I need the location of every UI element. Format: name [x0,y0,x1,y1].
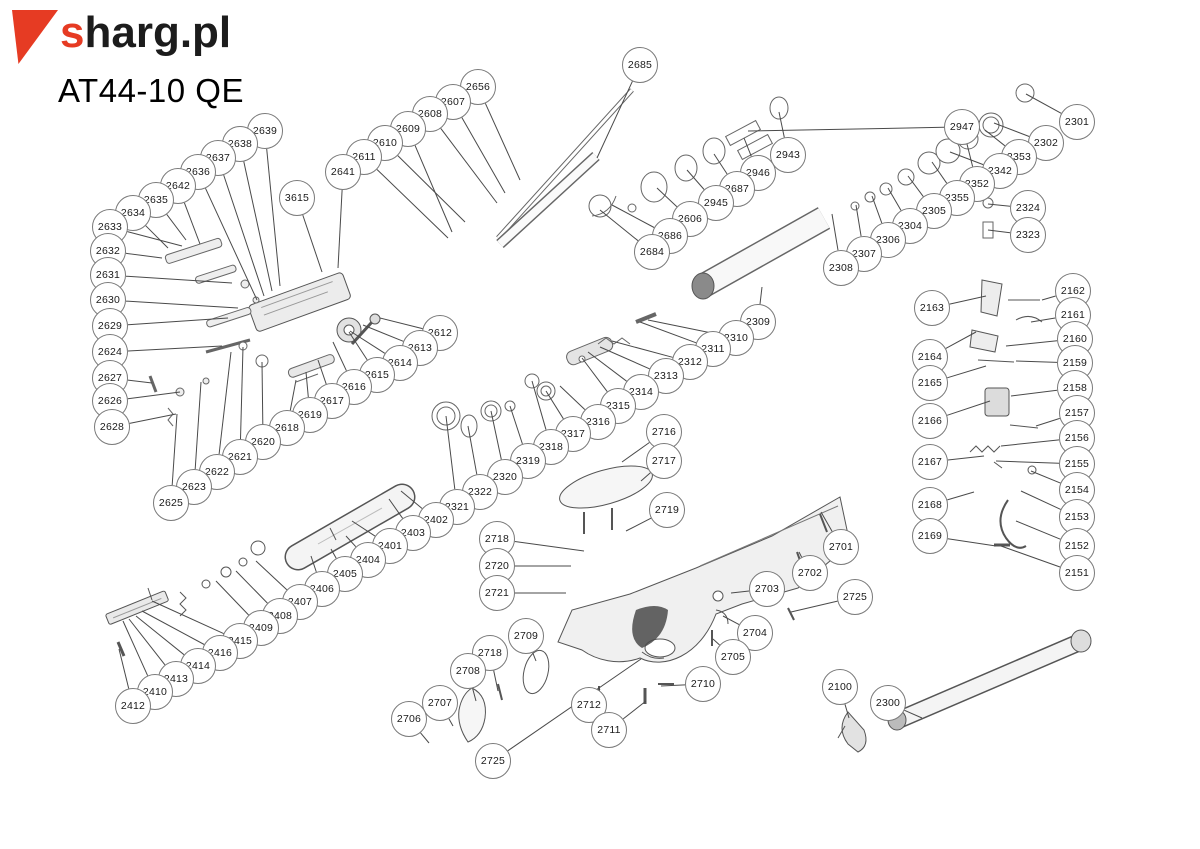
part-callout-2151: 2151 [1059,555,1095,591]
part-callout-2323: 2323 [1010,217,1046,253]
part-callout-2606: 2606 [672,201,708,237]
part-callout-2168: 2168 [912,487,948,523]
part-callout-2622: 2622 [199,454,235,490]
logo-rest: harg.pl [84,8,232,57]
part-callout-2725: 2725 [837,579,873,615]
part-callout-2300: 2300 [870,685,906,721]
part-callout-2308: 2308 [823,250,859,286]
logo-text: sharg.pl [60,6,231,60]
part-callout-2719: 2719 [649,492,685,528]
part-callout-2725: 2725 [475,743,511,779]
part-callout-2721: 2721 [479,575,515,611]
air-cylinder [691,207,831,300]
cylinder-cap-parts [850,83,1035,239]
part-callout-2167: 2167 [912,444,948,480]
part-callout-2684: 2684 [634,234,670,270]
brand-header: sharg.pl AT44-10 QE [12,6,244,110]
part-callout-2685: 2685 [622,47,658,83]
buttstock [557,496,851,663]
part-callout-2709: 2709 [508,618,544,654]
part-callout-2625: 2625 [153,485,189,521]
part-callout-2702: 2702 [792,555,828,591]
part-callout-3615: 3615 [279,180,315,216]
part-callout-2711: 2711 [591,712,627,748]
part-callout-2412: 2412 [115,688,151,724]
logo-prefix: s [60,8,85,57]
part-callout-2703: 2703 [749,571,785,607]
part-callout-2305: 2305 [916,193,952,229]
part-callout-2943: 2943 [770,137,806,173]
receiver-breech [248,272,381,346]
sharg-logo: sharg.pl [12,6,244,64]
part-callout-2166: 2166 [912,403,948,439]
forearm [238,483,416,571]
front-rail-parts [105,566,232,657]
part-callout-2707: 2707 [422,685,458,721]
part-callout-2718: 2718 [472,635,508,671]
part-callout-2320: 2320 [487,459,523,495]
bolt-probe-parts [238,312,657,438]
part-callout-2628: 2628 [94,409,130,445]
part-callout-2153: 2153 [1059,499,1095,535]
stock [557,465,851,663]
part-callout-2705: 2705 [715,639,751,675]
part-callout-2163: 2163 [914,290,950,326]
part-callout-2710: 2710 [685,666,721,702]
part-callout-2947: 2947 [944,109,980,145]
part-callout-2706: 2706 [391,701,427,737]
trigger-assembly-parts [969,279,1043,549]
grip-parts [458,513,828,743]
part-callout-2641: 2641 [325,154,361,190]
barrel-assembly [496,88,637,249]
part-callout-2717: 2717 [646,443,682,479]
part-callout-2100: 2100 [822,669,858,705]
trigger-blade-part [837,711,867,753]
moderator-parts [640,96,789,203]
part-callout-2165: 2165 [912,365,948,401]
part-callout-2701: 2701 [823,529,859,565]
part-callout-2708: 2708 [450,653,486,689]
model-title: AT44-10 QE [58,72,244,109]
part-callout-2301: 2301 [1059,104,1095,140]
logo-triangle-icon [12,10,58,64]
part-callout-2169: 2169 [912,518,948,554]
